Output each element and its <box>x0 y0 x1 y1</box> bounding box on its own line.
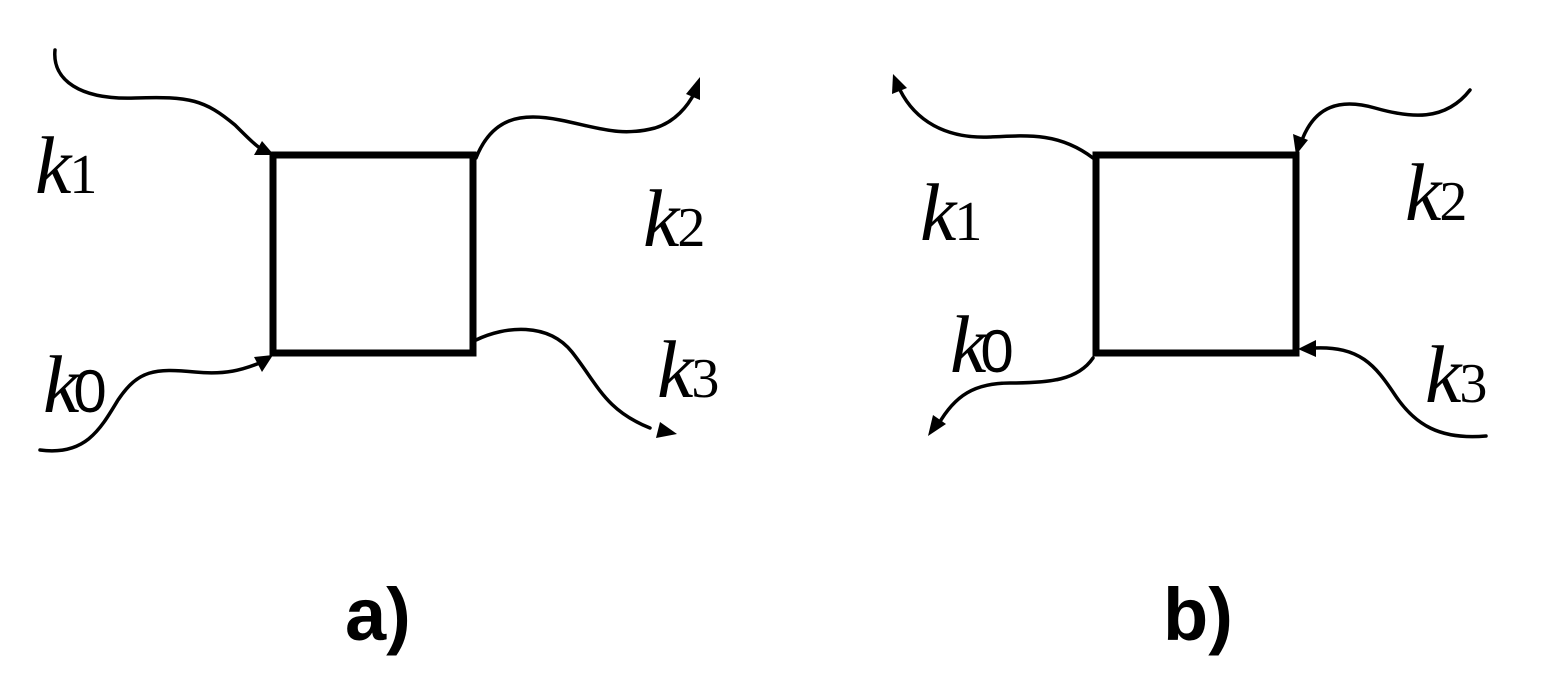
panel-b-k3-line <box>1312 346 1488 439</box>
panel-b-k3-label: k3 <box>1425 329 1487 420</box>
panel-b-k1-line <box>898 88 1095 160</box>
panel-b-k0-arrowhead <box>928 415 946 436</box>
panel-b-box <box>1092 151 1300 357</box>
panel-a-k2-label: k2 <box>643 173 705 264</box>
panel-a-k3-line <box>474 327 652 430</box>
panel-b-k1-label: k1 <box>920 167 982 258</box>
panel-a-caption: a) <box>345 573 411 656</box>
panel-b-k0-line <box>936 356 1095 427</box>
panel-b-k0-label: k0 <box>950 299 1014 390</box>
panel-a-k0-line <box>38 360 264 453</box>
panel-a-k1-label: k1 <box>35 120 97 211</box>
panel-a-k1-arrowhead <box>254 141 274 155</box>
panel-a-k2-arrowhead <box>686 77 700 100</box>
panel-a-k0-label: k0 <box>43 339 107 430</box>
panel-b-k2-line <box>1300 88 1472 142</box>
panel-b-k2-arrowhead <box>1293 134 1308 155</box>
panel-a-k3-arrowhead <box>656 422 677 438</box>
panel-b-k3-arrowhead <box>1298 340 1316 357</box>
panel-b-k2-label: k2 <box>1405 147 1467 238</box>
panel-a-k0-arrowhead <box>254 355 273 372</box>
panel-b-caption: b) <box>1163 573 1233 656</box>
panel-b-k1-arrowhead <box>892 74 907 94</box>
panel-b: k1 k2 k3 k0 b) <box>892 74 1488 656</box>
panel-a-k1-line <box>53 48 268 154</box>
panel-a-box <box>269 151 477 357</box>
panel-a: k1 k2 k3 k0 a) <box>35 48 719 656</box>
panel-a-k3-label: k3 <box>657 324 719 415</box>
panel-a-k2-line <box>474 90 697 160</box>
